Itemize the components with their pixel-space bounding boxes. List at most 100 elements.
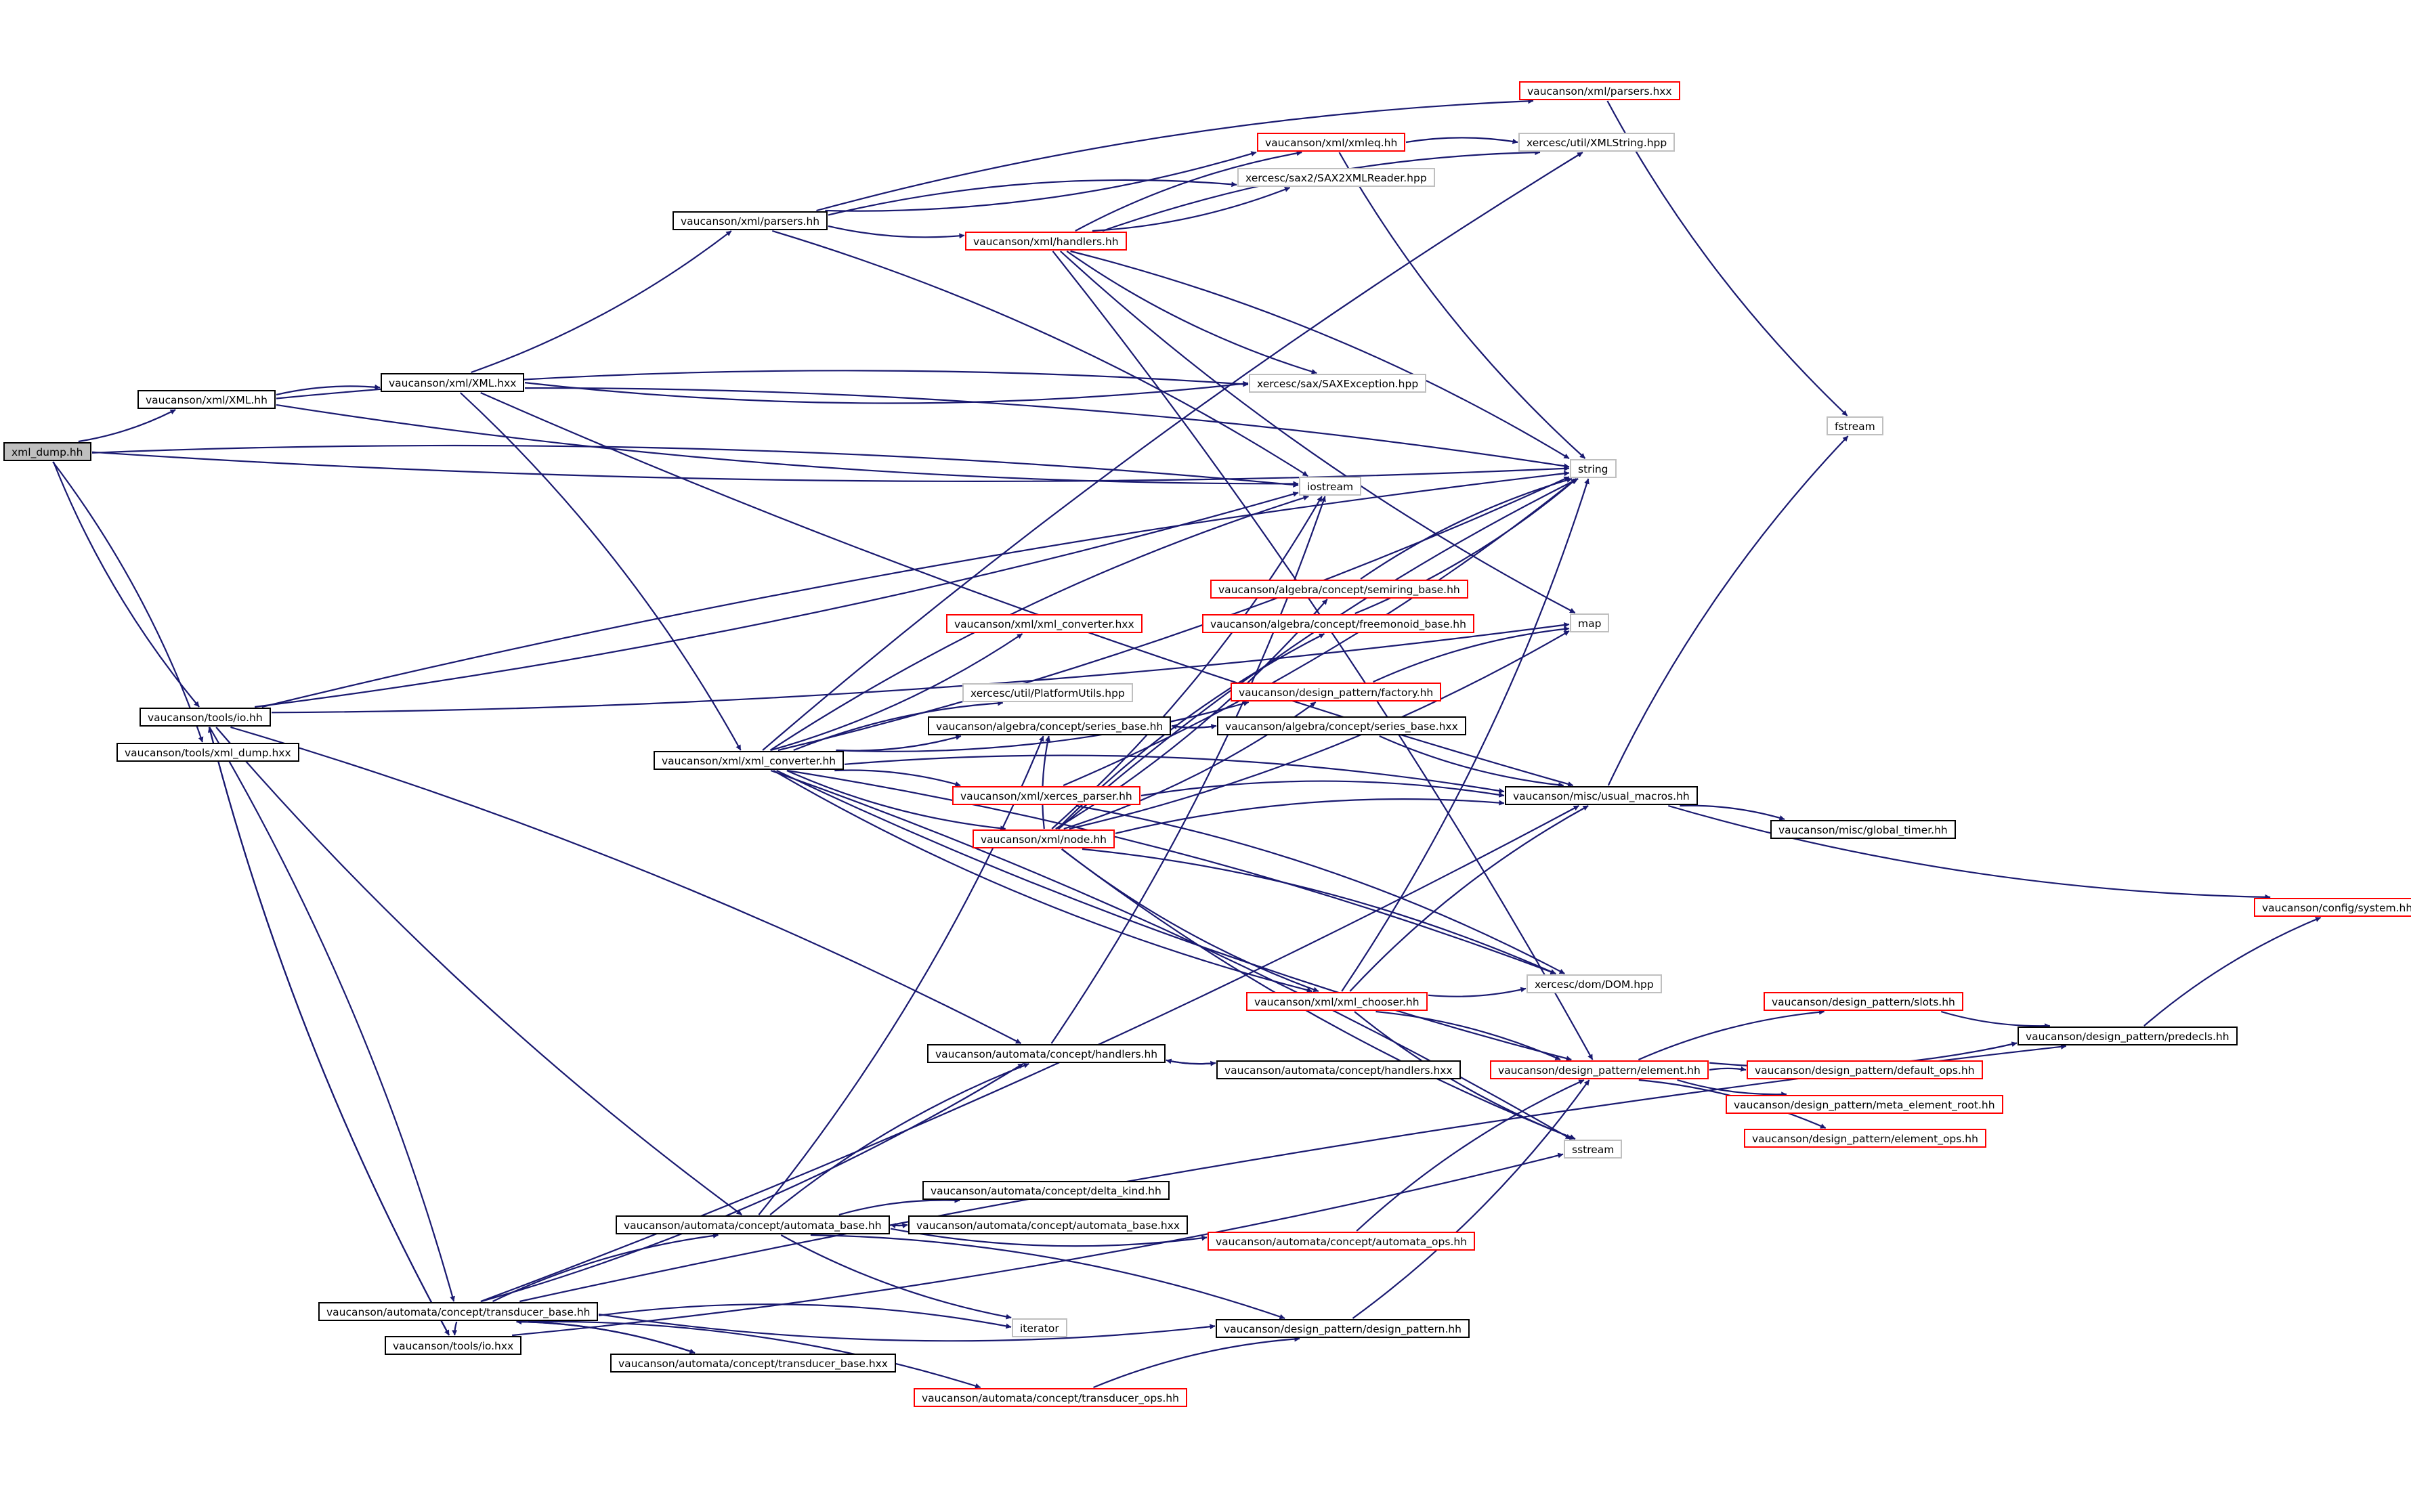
file-node-XMLString[interactable]: xercesc/util/XMLString.hpp — [1518, 133, 1676, 152]
edge-tools-io-hh-to-automata-handlers-hh — [230, 726, 1022, 1044]
edge-xml-handlers-hh-to-map — [1060, 251, 1576, 613]
edge-transducer-base-hh-to-iterator — [598, 1303, 1012, 1329]
file-node-tools-xml-dump-hxx[interactable]: vaucanson/tools/xml_dump.hxx — [116, 743, 299, 762]
file-node-xml-dump[interactable]: xml_dump.hh — [3, 442, 91, 461]
edge-xml-xml-converter-hh-to-xml-converter-hxx — [770, 633, 1023, 752]
edge-xml-XML-hxx-to-usual-macros-hh — [480, 391, 1574, 787]
edge-xml-xml-converter-hh-to-DOM-hpp — [787, 769, 1556, 975]
file-node-fstream[interactable]: fstream — [1827, 416, 1883, 435]
file-node-slots-hh[interactable]: vaucanson/design_pattern/slots.hh — [1764, 992, 1963, 1011]
edge-tools-io-hxx-to-sstream — [511, 1152, 1564, 1337]
edge-xml-parsers-hh-to-xml-parsers-hxx — [816, 98, 1534, 212]
file-node-sstream[interactable]: sstream — [1564, 1140, 1623, 1159]
edge-xerces-parser-hh-to-usual-macros-hh — [1140, 780, 1505, 798]
file-node-automata-base-hh[interactable]: vaucanson/automata/concept/automata_base… — [616, 1215, 890, 1234]
file-node-xml-parsers-hh[interactable]: vaucanson/xml/parsers.hh — [673, 211, 828, 230]
edge-xerces-parser-hh-to-DOM-hpp — [1075, 804, 1565, 974]
file-node-element-hh[interactable]: vaucanson/design_pattern/element.hh — [1490, 1060, 1709, 1079]
file-node-SAX2XMLReader[interactable]: xercesc/sax2/SAX2XMLReader.hpp — [1237, 168, 1435, 187]
file-node-transducer-base-hh[interactable]: vaucanson/automata/concept/transducer_ba… — [318, 1302, 599, 1321]
edge-xml-xml-converter-hh-to-series-base-hh — [837, 735, 962, 752]
file-node-automata-handlers-hh[interactable]: vaucanson/automata/concept/handlers.hh — [927, 1044, 1166, 1063]
file-node-map[interactable]: map — [1570, 613, 1610, 632]
edge-xml-dump-to-tools-io-hh — [52, 461, 200, 708]
edge-transducer-base-hh-to-tools-io-hxx — [452, 1321, 458, 1336]
edge-xml-node-hh-to-string — [1058, 478, 1579, 829]
edge-tools-io-hxx-to-tools-io-hh — [207, 727, 450, 1336]
file-node-xml-converter-hxx[interactable]: vaucanson/xml/xml_converter.hxx — [946, 614, 1143, 633]
edge-xml-handlers-hh-to-xml-xmleq-hh — [1075, 150, 1302, 232]
edge-element-hh-to-meta-element-root-hh — [1677, 1079, 1787, 1098]
file-node-default-ops-hh[interactable]: vaucanson/design_pattern/default_ops.hh — [1747, 1060, 1983, 1079]
file-node-global-timer-hh[interactable]: vaucanson/misc/global_timer.hh — [1770, 820, 1956, 839]
file-node-automata-base-hxx[interactable]: vaucanson/automata/concept/automata_base… — [908, 1215, 1189, 1234]
file-node-usual-macros-hh[interactable]: vaucanson/misc/usual_macros.hh — [1505, 786, 1698, 805]
file-node-design-pattern-hh[interactable]: vaucanson/design_pattern/design_pattern.… — [1216, 1319, 1470, 1338]
edge-transducer-ops-hh-to-design-pattern-hh — [1093, 1336, 1300, 1389]
file-node-xml-xmleq-hh[interactable]: vaucanson/xml/xmleq.hh — [1257, 133, 1406, 152]
edge-usual-macros-hh-to-config-system-hh — [1667, 804, 2271, 900]
file-node-SAXException[interactable]: xercesc/sax/SAXException.hpp — [1249, 374, 1427, 393]
file-node-automata-ops-hh[interactable]: vaucanson/automata/concept/automata_ops.… — [1208, 1232, 1476, 1251]
file-node-element-ops-hh[interactable]: vaucanson/design_pattern/element_ops.hh — [1744, 1129, 1986, 1148]
edge-xml-xml-converter-hh-to-element-hh — [776, 770, 1572, 1061]
file-node-meta-element-root-hh[interactable]: vaucanson/design_pattern/meta_element_ro… — [1726, 1095, 2003, 1114]
edge-xml-XML-hxx-to-xml-xml-converter-hh — [460, 392, 742, 751]
edge-transducer-base-hh-to-automata-handlers-hh — [481, 1063, 1024, 1303]
file-node-tools-io-hh[interactable]: vaucanson/tools/io.hh — [140, 708, 271, 727]
edge-usual-macros-hh-to-fstream — [1607, 435, 1849, 786]
edge-slots-hh-to-predecls-hh — [1940, 1010, 2051, 1029]
edge-tools-io-hh-to-transducer-base-hh — [209, 727, 455, 1302]
file-node-PlatformUtils[interactable]: xercesc/util/PlatformUtils.hpp — [962, 683, 1133, 702]
file-node-DOM-hpp[interactable]: xercesc/dom/DOM.hpp — [1527, 974, 1662, 993]
edge-tools-io-hh-to-automata-base-hh — [215, 727, 742, 1215]
file-node-series-base-hh[interactable]: vaucanson/algebra/concept/series_base.hh — [928, 716, 1172, 735]
file-node-series-base-hxx[interactable]: vaucanson/algebra/concept/series_base.hx… — [1217, 716, 1466, 735]
file-node-iostream[interactable]: iostream — [1299, 477, 1362, 496]
edge-xml-node-hh-to-series-base-hh — [1042, 735, 1051, 829]
edge-usual-macros-hh-to-global-timer-hh — [1680, 804, 1785, 821]
file-node-xerces-parser-hh[interactable]: vaucanson/xml/xerces_parser.hh — [952, 786, 1140, 805]
file-node-semiring-base-hh[interactable]: vaucanson/algebra/concept/semiring_base.… — [1210, 580, 1468, 599]
edge-xml-parsers-hh-to-iostream — [771, 230, 1308, 477]
file-node-tools-io-hxx[interactable]: vaucanson/tools/io.hxx — [385, 1336, 522, 1355]
edge-transducer-base-hh-to-automata-base-hh — [492, 1233, 719, 1302]
edge-xml-chooser-hh-to-element-hh — [1375, 1010, 1561, 1061]
edge-design-pattern-factory-hh-to-map — [1373, 626, 1570, 683]
edge-series-base-hxx-to-usual-macros-hh — [1379, 735, 1564, 788]
edge-xml-parsers-hh-to-xml-xmleq-hh — [825, 151, 1257, 212]
file-node-config-system-hh[interactable]: vaucanson/config/system.hh — [2254, 898, 2411, 917]
file-node-xml-XML-hxx[interactable]: vaucanson/xml/XML.hxx — [381, 373, 525, 392]
file-node-xml-xml-converter-hh[interactable]: vaucanson/xml/xml_converter.hh — [654, 751, 845, 770]
edge-transducer-base-hh-to-design-pattern-hh — [598, 1313, 1216, 1342]
file-node-xml-XML-hh[interactable]: vaucanson/xml/XML.hh — [137, 390, 276, 409]
edge-element-hh-to-slots-hh — [1638, 1009, 1825, 1061]
edge-automata-handlers-hxx-to-automata-handlers-hh — [1166, 1058, 1216, 1065]
file-node-predecls-hh[interactable]: vaucanson/design_pattern/predecls.hh — [2018, 1027, 2238, 1045]
edge-tools-io-hh-to-iostream — [254, 491, 1299, 708]
file-node-xml-handlers-hh[interactable]: vaucanson/xml/handlers.hh — [965, 232, 1127, 251]
edge-automata-base-hh-to-iterator — [780, 1234, 1012, 1320]
edge-xml-xml-converter-hh-to-iostream — [769, 495, 1309, 751]
file-node-xml-node-hh[interactable]: vaucanson/xml/node.hh — [973, 829, 1115, 848]
edge-automata-base-hh-to-series-base-hh — [758, 735, 1044, 1215]
edge-xml-xml-converter-hh-to-usual-macros-hh — [844, 754, 1505, 794]
file-node-freemonoid-base-hh[interactable]: vaucanson/algebra/concept/freemonoid_bas… — [1202, 614, 1474, 633]
file-node-automata-handlers-hxx[interactable]: vaucanson/automata/concept/handlers.hxx — [1216, 1060, 1461, 1079]
edge-xml-xml-converter-hh-to-design-pattern-factory-hh — [836, 701, 1250, 752]
file-node-transducer-base-hxx[interactable]: vaucanson/automata/concept/transducer_ba… — [610, 1354, 896, 1373]
edge-transducer-base-hh-to-usual-macros-hh — [480, 805, 1579, 1303]
edge-xml-xml-converter-hh-to-xml-node-hh — [786, 769, 1006, 831]
edge-xml-parsers-hh-to-SAX2XMLReader — [828, 179, 1237, 216]
edge-xml-dump-to-xml-XML-hh — [78, 409, 176, 443]
file-node-design-pattern-factory-hh[interactable]: vaucanson/design_pattern/factory.hh — [1231, 683, 1442, 701]
file-node-string[interactable]: string — [1570, 459, 1617, 478]
file-node-xml-chooser-hh[interactable]: vaucanson/xml/xml_chooser.hh — [1246, 992, 1428, 1011]
edge-tools-io-hh-to-tools-io-hxx — [208, 727, 450, 1336]
edge-automata-base-hh-to-automata-handlers-hh — [769, 1062, 1029, 1215]
file-node-iterator[interactable]: iterator — [1012, 1318, 1067, 1337]
file-node-xml-parsers-hxx[interactable]: vaucanson/xml/parsers.hxx — [1519, 81, 1680, 100]
file-node-delta-kind-hh[interactable]: vaucanson/automata/concept/delta_kind.hh — [922, 1181, 1170, 1200]
file-node-transducer-ops-hh[interactable]: vaucanson/automata/concept/transducer_op… — [914, 1388, 1187, 1407]
